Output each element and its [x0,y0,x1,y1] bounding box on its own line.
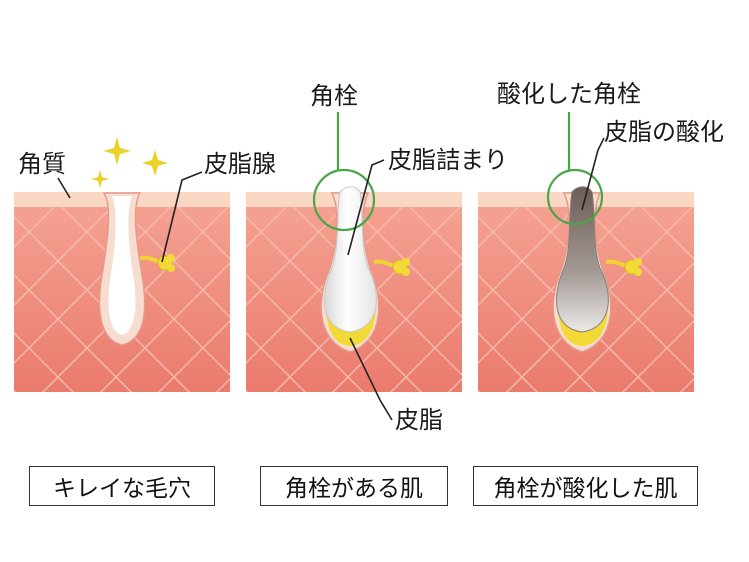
panel-oxidized-skin: 酸化した角栓 皮脂の酸化 [478,80,724,392]
highlight-circle [546,168,604,226]
oxidized-plug [556,186,609,333]
label-oxidized-plug: 酸化した角栓 [497,80,641,108]
caption-clean-pore: キレイな毛穴 [29,466,215,506]
sebaceous-gland [373,258,410,276]
leader-sebum-clog [347,159,385,256]
label-sebum-clog: 皮脂詰まり [388,146,508,174]
keratin-plug [324,186,377,333]
sebaceous-gland [605,258,642,276]
label-sebaceous-gland: 皮脂腺 [204,150,276,178]
leader-sebum [349,337,393,421]
leader-sebaceous-gland [161,171,203,263]
caption-plugged-skin: 角栓がある肌 [260,466,448,506]
leader-sebum-oxidation [581,137,605,211]
label-horny-layer: 角質 [18,150,66,178]
clean-pore-opening [108,196,136,335]
label-sebum: 皮脂 [395,406,443,434]
label-sebum-oxidation: 皮脂の酸化 [604,118,724,146]
highlight-circle [312,168,376,232]
sebaceous-gland [139,254,175,272]
panel-plugged-skin: 角栓 皮脂詰まり 皮脂 [246,82,508,434]
label-plug: 角栓 [310,82,358,110]
caption-oxidized-skin: 角栓が酸化した肌 [473,466,698,506]
sparkle-icon [91,137,168,188]
leader-horny-layer [57,177,71,199]
panel-clean-pore: 角質 皮脂腺 [14,137,276,392]
